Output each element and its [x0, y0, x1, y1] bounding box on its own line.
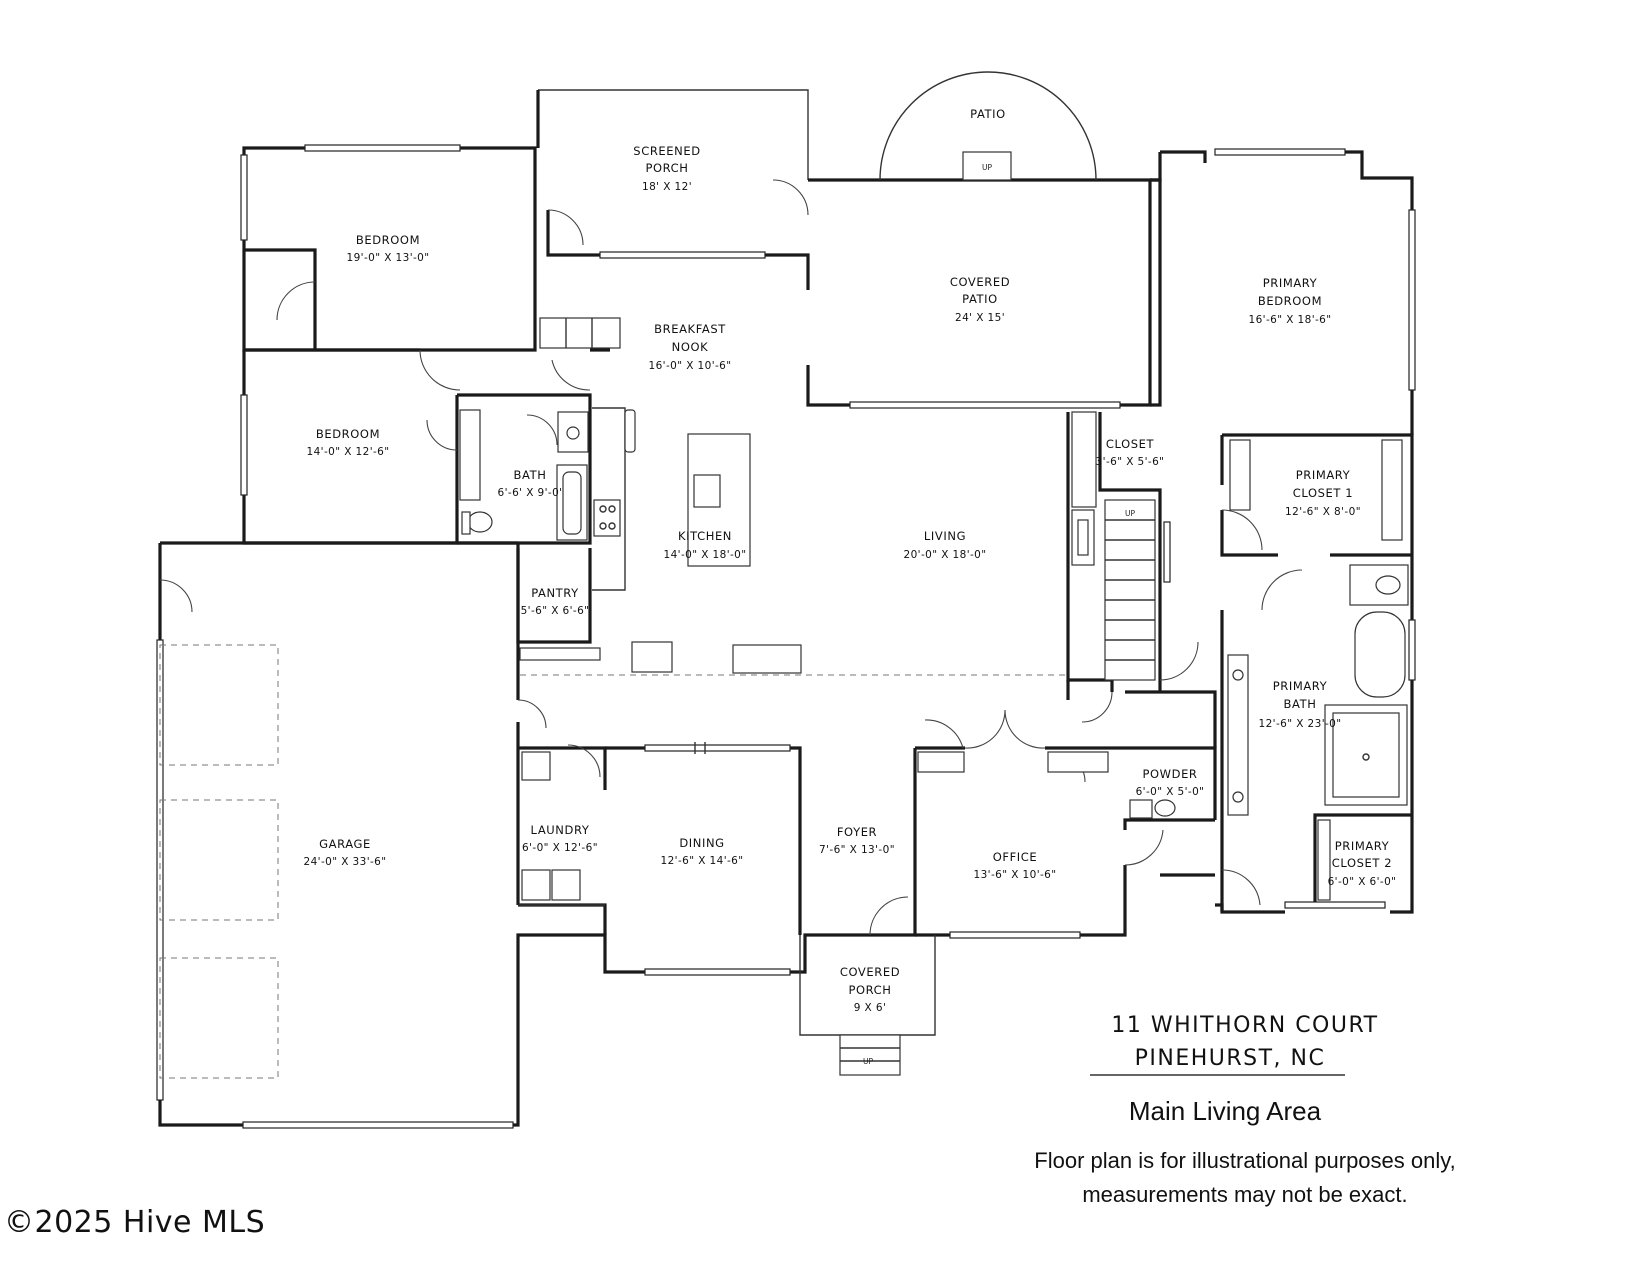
fixtures — [159, 71, 1409, 1079]
windows — [156, 144, 1416, 1129]
room-dimensions: 16'-0" X 10'-6" — [649, 360, 732, 372]
copyright-watermark: ©2025 Hive MLS — [4, 1205, 265, 1240]
room-name: BEDROOM — [356, 233, 420, 247]
room-name: LIVING — [924, 529, 966, 543]
room-laundry: LAUNDRY 6'-0" X 12'-6" — [522, 823, 598, 854]
stair-treads — [1105, 519, 1155, 661]
room-dimensions: 6'-6' X 9'-0' — [498, 487, 563, 499]
room-labels: SCREENED PORCH 18' X 12' PATIO UP BEDROO… — [304, 107, 1397, 1066]
room-name: OFFICE — [993, 850, 1038, 864]
room-name: COVERED — [950, 275, 1010, 289]
stair-up-label: UP — [982, 163, 992, 172]
room-name: PANTRY — [531, 586, 579, 600]
plan-subtitle: Main Living Area — [1129, 1096, 1322, 1126]
room-screened-porch: SCREENED PORCH 18' X 12' — [633, 144, 700, 193]
room-name: CLOSET 1 — [1293, 486, 1353, 500]
address-line-2: PINEHURST, NC — [1135, 1046, 1326, 1071]
disclaimer-line-2: measurements may not be exact. — [1082, 1182, 1407, 1207]
room-name: PRIMARY — [1263, 276, 1318, 290]
room-living: LIVING 20'-0" X 18'-0" — [904, 529, 987, 561]
room-primary-closet-1: PRIMARY CLOSET 1 12'-6" X 8'-0" — [1285, 468, 1361, 518]
room-pantry: PANTRY 5'-6" X 6'-6" — [521, 586, 590, 617]
room-name: BREAKFAST — [654, 322, 726, 336]
room-bedroom-2: BEDROOM 14'-0" X 12'-6" — [307, 427, 390, 458]
room-dimensions: 3'-6" X 5'-6" — [1096, 456, 1165, 468]
room-name: GARAGE — [319, 837, 371, 851]
room-patio: PATIO UP — [970, 107, 1006, 172]
room-dimensions: 24' X 15' — [955, 312, 1005, 324]
room-dimensions: 5'-6" X 6'-6" — [521, 605, 590, 617]
room-name: PORCH — [645, 161, 688, 175]
room-name: SCREENED — [633, 144, 700, 158]
room-name: NOOK — [672, 340, 709, 354]
room-covered-patio: COVERED PATIO 24' X 15' — [950, 275, 1010, 324]
room-name: LAUNDRY — [531, 823, 590, 837]
room-kitchen: KITCHEN 14'-0" X 18'-0" — [664, 529, 747, 561]
room-name: KITCHEN — [678, 529, 732, 543]
room-name: BATH — [514, 468, 547, 482]
room-dimensions: 12'-6" X 14'-6" — [661, 855, 744, 867]
room-name: PORCH — [848, 983, 891, 997]
room-dimensions: 24'-0" X 33'-6" — [304, 856, 387, 868]
room-dimensions: 7'-6" X 13'-0" — [819, 844, 895, 856]
stair-up-label: UP — [863, 1057, 873, 1066]
room-dimensions: 12'-6" X 23'-0" — [1259, 718, 1342, 730]
room-garage: GARAGE 24'-0" X 33'-6" — [304, 837, 387, 868]
room-name: BATH — [1284, 697, 1317, 711]
room-name: BEDROOM — [1258, 294, 1322, 308]
room-dimensions: 9 X 6' — [854, 1002, 887, 1014]
title-block: 11 WHITHORN COURT PINEHURST, NC Main Liv… — [1034, 1013, 1455, 1207]
room-dimensions: 20'-0" X 18'-0" — [904, 549, 987, 561]
room-bath: BATH 6'-6' X 9'-0' — [498, 468, 563, 499]
room-name: PATIO — [962, 292, 998, 306]
room-dimensions: 14'-0" X 18'-0" — [664, 549, 747, 561]
room-dimensions: 6'-0" X 6'-0" — [1328, 876, 1397, 888]
room-name: COVERED — [840, 965, 900, 979]
room-breakfast-nook: BREAKFAST NOOK 16'-0" X 10'-6" — [649, 322, 732, 372]
disclaimer-line-1: Floor plan is for illustrational purpose… — [1034, 1148, 1455, 1173]
room-name: PRIMARY — [1335, 839, 1390, 853]
room-name: POWDER — [1142, 767, 1197, 781]
room-dimensions: 19'-0" X 13'-0" — [347, 252, 430, 264]
room-primary-bedroom: PRIMARY BEDROOM 16'-6" X 18'-6" — [1249, 276, 1332, 326]
room-dimensions: 12'-6" X 8'-0" — [1285, 506, 1361, 518]
address-line-1: 11 WHITHORN COURT — [1111, 1013, 1378, 1038]
room-office: OFFICE 13'-6" X 10'-6" — [974, 850, 1057, 881]
room-closet: CLOSET 3'-6" X 5'-6" — [1096, 437, 1165, 468]
room-name: FOYER — [837, 825, 877, 839]
room-name: BEDROOM — [316, 427, 380, 441]
room-bedroom-1: BEDROOM 19'-0" X 13'-0" — [347, 233, 430, 264]
room-name: PATIO — [970, 107, 1006, 121]
room-name: CLOSET 2 — [1332, 856, 1392, 870]
room-dimensions: 14'-0" X 12'-6" — [307, 446, 390, 458]
room-primary-bath: PRIMARY BATH 12'-6" X 23'-0" — [1259, 679, 1342, 730]
room-dimensions: 6'-0" X 5'-0" — [1136, 786, 1205, 798]
room-powder: POWDER 6'-0" X 5'-0" — [1136, 767, 1205, 798]
room-primary-closet-2: PRIMARY CLOSET 2 6'-0" X 6'-0" — [1328, 839, 1397, 888]
room-dimensions: 16'-6" X 18'-6" — [1249, 314, 1332, 326]
room-name: DINING — [679, 836, 724, 850]
room-name: CLOSET — [1106, 437, 1155, 451]
room-dimensions: 18' X 12' — [642, 181, 692, 193]
stair-up-label: UP — [1125, 509, 1135, 518]
room-dimensions: 13'-6" X 10'-6" — [974, 869, 1057, 881]
room-name: PRIMARY — [1296, 468, 1351, 482]
room-dining: DINING 12'-6" X 14'-6" — [661, 836, 744, 867]
room-covered-porch: COVERED PORCH 9 X 6' UP — [840, 965, 900, 1066]
room-foyer: FOYER 7'-6" X 13'-0" — [819, 825, 895, 856]
room-name: PRIMARY — [1273, 679, 1328, 693]
doors — [159, 179, 1303, 936]
room-dimensions: 6'-0" X 12'-6" — [522, 842, 598, 854]
